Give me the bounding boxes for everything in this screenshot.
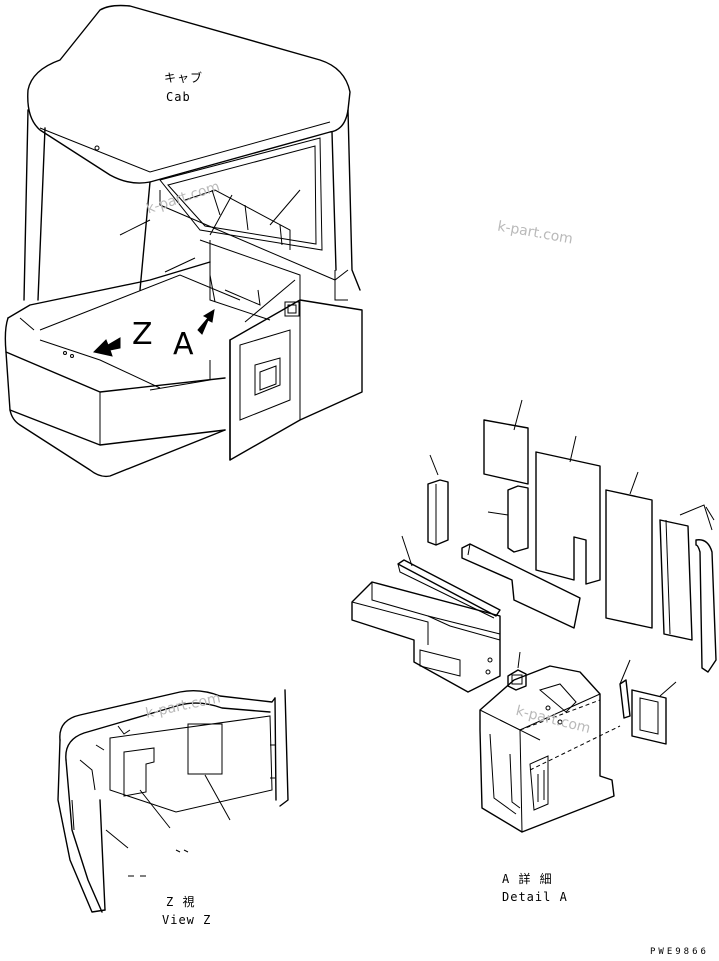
cab-label-jp: キャブ [164,71,204,85]
detail-a-label-en: Detail A [502,890,568,904]
detail-letter-a: A [173,327,194,362]
view-z-label-en: View Z [162,913,212,927]
cab-label-en: Cab [166,90,191,104]
view-letter-z: Z [132,317,153,352]
cab-assembly [4,4,363,478]
view-z-label-jp: Z 視 [166,895,196,909]
drawing-code: PWE9866 [650,947,709,957]
exploded-parts [351,399,717,833]
detail-a-label-jp: A 詳 細 [502,872,553,886]
view-z-assembly [57,689,289,913]
